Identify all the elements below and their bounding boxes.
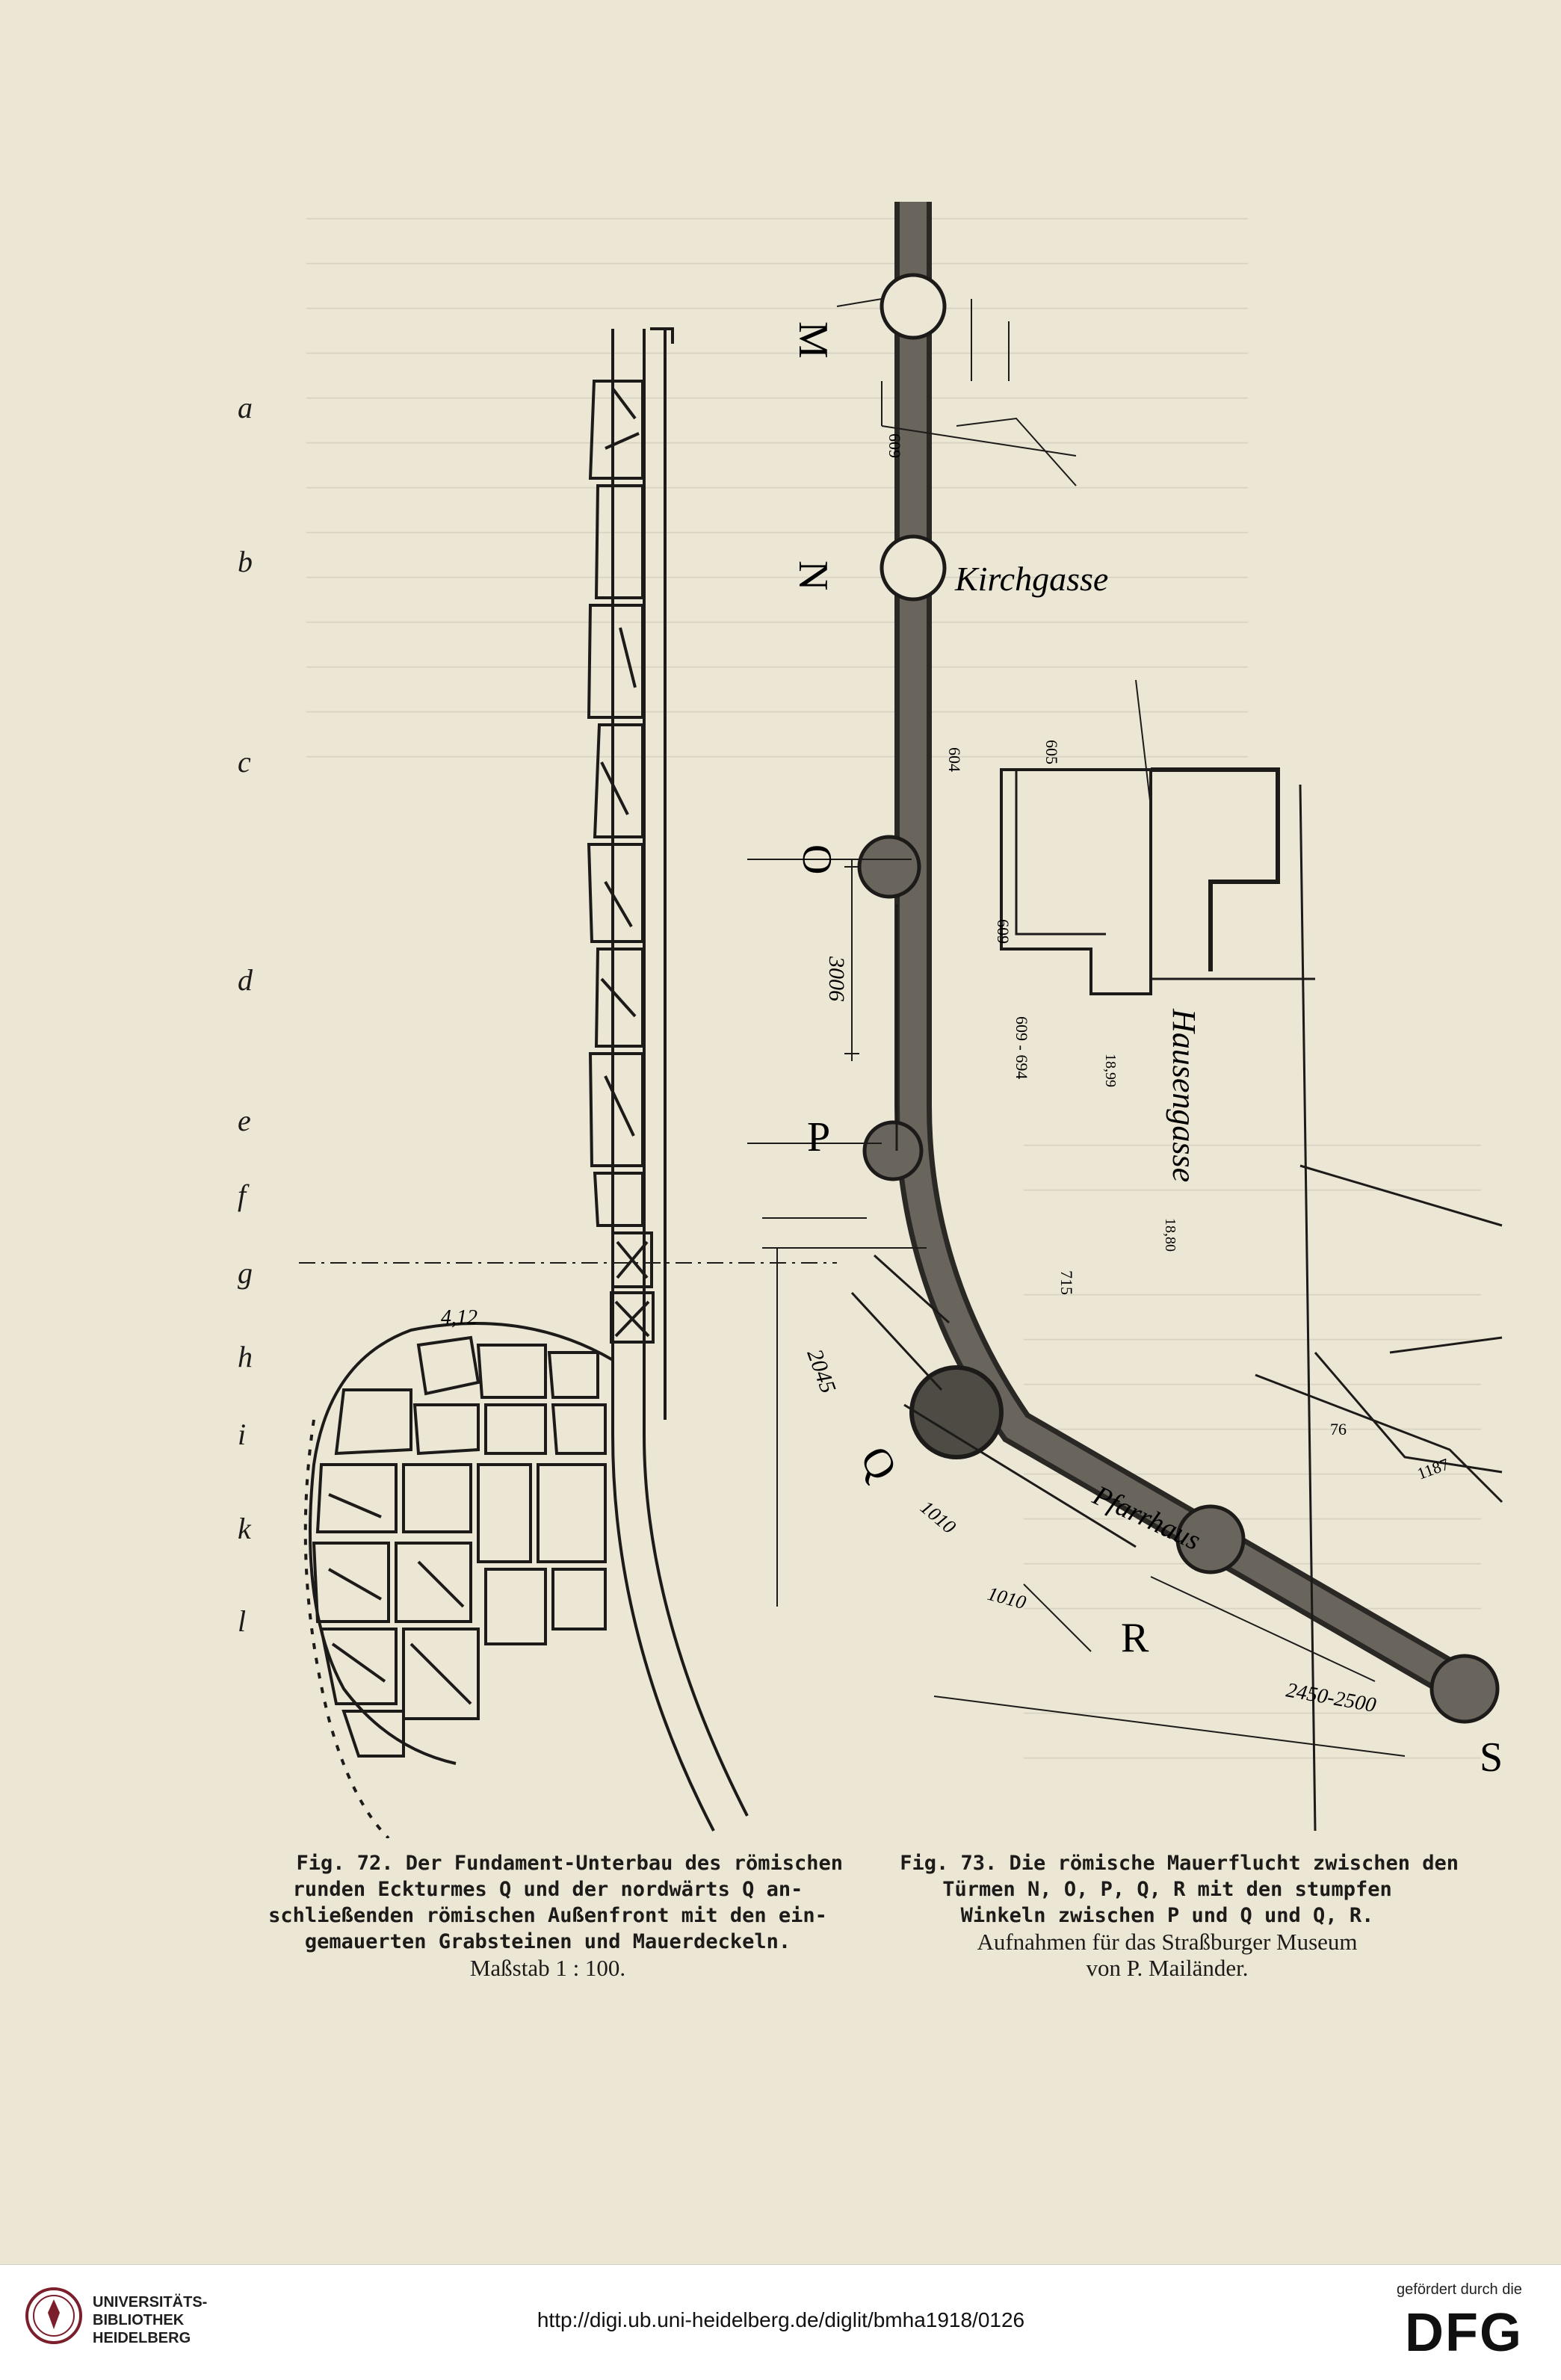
dimension-label: 2450-2500 (1285, 1678, 1378, 1717)
bleed-through-text: ——————————————————————————————————— (306, 560, 1248, 590)
bleed-through-text: ——————————————————————————————————— (306, 515, 1248, 545)
document-page: ——————————————————————————————————— ————… (238, 201, 1503, 1981)
bleed-through-text: ————————————————— (1024, 1277, 1481, 1307)
lot-number: 76 (1330, 1420, 1347, 1438)
caption-line: runden Eckturmes Q und der nordwärts Q a… (292, 1878, 803, 1901)
lot-number: 609 (885, 433, 904, 458)
lot-number: 605 (1042, 740, 1061, 764)
caption-line: Winkeln zwischen P und Q und Q, R. (960, 1904, 1374, 1927)
street-label: Hausengasse (1166, 1008, 1202, 1182)
lot-number: 604 (945, 747, 964, 772)
plan-label-n: N (790, 560, 836, 590)
bleed-through-text: ————————————————— (1024, 1696, 1481, 1725)
dimension-label: 3006 (824, 956, 849, 1001)
caption-line: Fig. 73. Die römische Mauerflucht zwisch… (900, 1852, 1459, 1875)
caption-line: schließenden römischen Außenfront mit de… (268, 1904, 827, 1927)
bleed-through-text: ——————————————————————————————————— (306, 605, 1248, 634)
row-letter: i (238, 1418, 247, 1451)
row-letter: l (238, 1604, 247, 1638)
fig72-caption: Fig. 72. Der Fundament-Unterbau des römi… (253, 1850, 843, 1981)
university-seal-icon (25, 2287, 82, 2344)
caption-line: Fig. 72. Der Fundament-Unterbau des römi… (296, 1852, 844, 1875)
plan-label-p: P (807, 1114, 830, 1160)
bleed-through-text: ——————————————————————————————————— (306, 694, 1248, 724)
institution-name: UNIVERSITÄTS- BIBLIOTHEK HEIDELBERG (93, 2293, 207, 2347)
fig73-caption: Fig. 73. Die römische Mauerflucht zwisch… (876, 1850, 1459, 1981)
row-letter: k (238, 1512, 251, 1545)
dimension-label: 1010 (916, 1496, 959, 1538)
caption-subline: Aufnahmen für das Straßburger Museum (977, 1929, 1358, 1955)
scale-label: Maßstab 1 : 100. (469, 1955, 626, 1981)
plan-label-o: O (794, 844, 840, 874)
bleed-through-text: ——————————————————————————————————— (306, 246, 1248, 276)
row-letter: d (238, 963, 253, 997)
lot-number: 609 (994, 919, 1013, 944)
bleed-through-text: ——————————————————————————————————— (306, 291, 1248, 321)
dfg-logo: DFG (1405, 2303, 1523, 2363)
caption-line: Türmen N, O, P, Q, R mit den stumpfen (942, 1878, 1392, 1901)
bleed-through-text: ————————————————— (1024, 1412, 1481, 1441)
bleed-through-text: ——————————————————————————————————— (306, 649, 1248, 679)
bleed-through-text: ——————————————————————————————————— (306, 380, 1248, 410)
institution-line: UNIVERSITÄTS- (93, 2294, 208, 2311)
institution-line: HEIDELBERG (93, 2330, 191, 2346)
digitization-footer: UNIVERSITÄTS- BIBLIOTHEK HEIDELBERG http… (0, 2264, 1561, 2380)
bleed-through-text: ————————————————— (1024, 1322, 1481, 1352)
row-letter: f (238, 1178, 247, 1212)
bleed-through-text: ——————————————————————————————————— (306, 425, 1248, 455)
lot-number: 715 (1057, 1270, 1076, 1295)
bleed-through-text: ——————————————————————————————————— (306, 739, 1248, 769)
row-letter: h (238, 1340, 253, 1373)
funded-by-label: gefördert durch die (1397, 2281, 1522, 2298)
caption-line: gemauerten Grabsteinen und Mauerdeckeln. (304, 1930, 791, 1953)
bleed-through-text: ————————————————— (1024, 1128, 1481, 1157)
dimension-label: 2045 (802, 1346, 841, 1397)
street-label: Kirchgasse (954, 560, 1108, 598)
bleed-through-text: ——————————————————————————————————— (306, 336, 1248, 365)
plan-label-r: R (1121, 1615, 1149, 1661)
plan-label-m: M (790, 321, 836, 359)
dimension-label: 1010 (985, 1583, 1028, 1613)
measurement-label: 18,99 (1102, 1054, 1119, 1087)
fig72-masonry-drawing: 4,12 (299, 327, 837, 1838)
row-letter: c (238, 745, 251, 779)
permalink-url[interactable]: http://digi.ub.uni-heidelberg.de/diglit/… (537, 2308, 1025, 2331)
fig73-wall-plan: M N O P Q R S Kirchgasse Hausengasse Pfa… (747, 202, 1503, 1832)
measurement-label: 18,80 (1162, 1218, 1178, 1252)
bleed-through-text: ————————————————— (1024, 1591, 1481, 1621)
row-letter: a (238, 391, 253, 424)
bleed-through-text: ——————————————————————————————————— (306, 470, 1248, 500)
caption-subline: von P. Mailänder. (1086, 1955, 1249, 1981)
bleed-through-text: ——————————————————————————————————— (306, 201, 1248, 231)
row-letter: b (238, 545, 253, 578)
lot-number: 609 - 694 (1013, 1016, 1031, 1079)
row-letter: g (238, 1256, 253, 1290)
row-letter: e (238, 1104, 251, 1137)
institution-line: BIBLIOTHEK (93, 2312, 185, 2328)
plan-label-q: Q (851, 1439, 906, 1489)
plan-label-s: S (1480, 1734, 1503, 1781)
bleed-through-text: ————————————————— (1024, 1367, 1481, 1397)
measurement-label: 4,12 (441, 1306, 477, 1329)
